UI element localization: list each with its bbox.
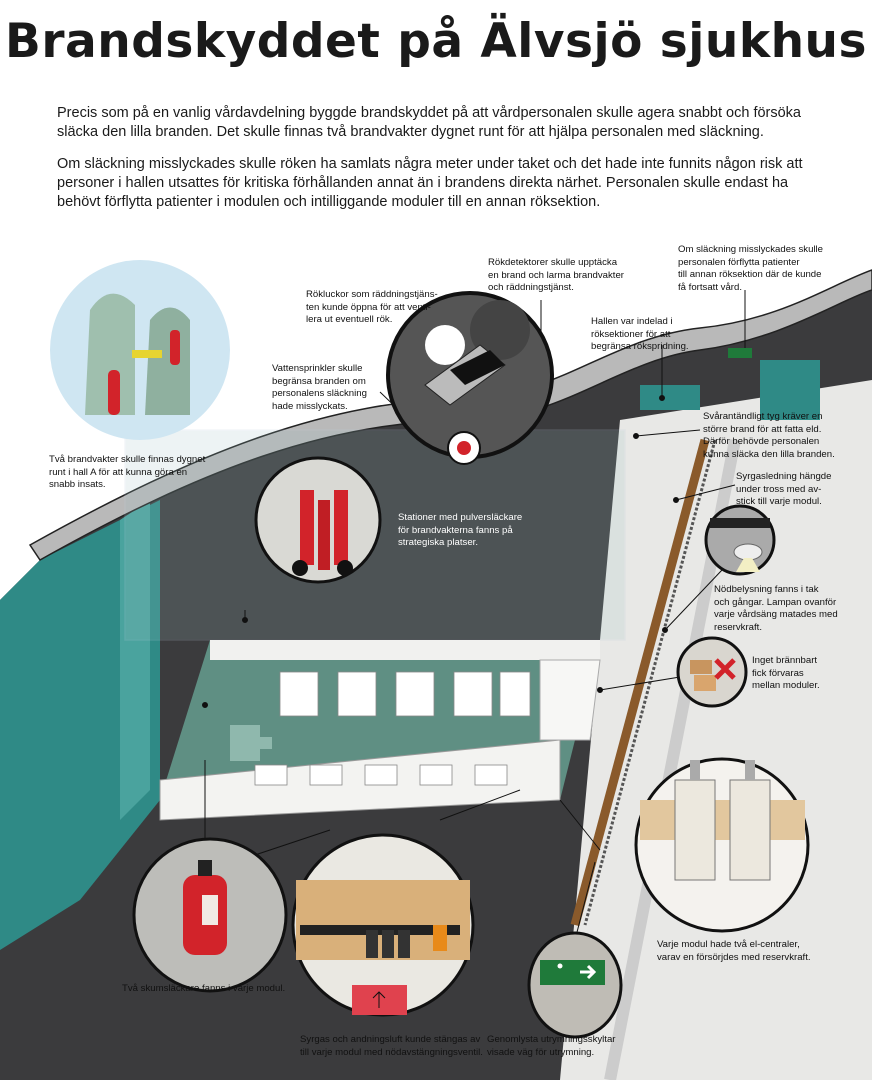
- electrical-panel-inset: [634, 757, 810, 933]
- oxygen-cable: [570, 438, 710, 927]
- smoke-vent-inset: [386, 291, 554, 465]
- powder-extinguisher-inset: [254, 456, 382, 584]
- label-powder-stations: Stationer med pulversläckare för brandva…: [398, 512, 523, 548]
- label-smoke-detectors: Rökdetektorer skulle upptäcka en brand o…: [488, 257, 624, 293]
- intro-paragraph-2: Om släckning misslyckades skulle röken h…: [57, 156, 803, 210]
- page-title: Brandskyddet på Älvsjö sjukhus: [5, 14, 867, 69]
- label-relocate-patients: Om släckning misslyckades skulle persona…: [678, 244, 824, 293]
- label-electrical-panels: Varje modul hade två el-centraler, varav…: [657, 939, 811, 963]
- foam-extinguisher-inset: [132, 837, 288, 993]
- label-no-combustibles: Inget brännbart fick förvaras mellan mod…: [752, 655, 820, 691]
- label-fabric: Svårantändligt tyg kräver en större bran…: [703, 411, 835, 460]
- label-emergency-lighting: Nödbelysning fanns i tak och gångar. Lam…: [714, 584, 838, 633]
- label-oxygen-line: Syrgasledning hängde under tross med av-…: [736, 471, 832, 507]
- no-combustibles-inset: [676, 636, 748, 708]
- label-exit-signs: Genomlysta utrymningsskyltar visade väg …: [487, 1034, 616, 1058]
- emergency-light-inset: [704, 504, 776, 576]
- label-fire-guards: Två brandvakter skulle finnas dygnet run…: [49, 454, 206, 490]
- exit-sign-inset: [527, 931, 623, 1039]
- intro-paragraph-1: Precis som på en vanlig vårdavdelning by…: [57, 105, 801, 140]
- label-smoke-vents: Rökluckor som räddningstjäns- ten kunde …: [306, 289, 438, 325]
- label-shutoff-valve: Syrgas och andningsluft kunde stängas av…: [300, 1034, 483, 1058]
- label-smoke-sections: Hallen var indelad i röksektioner för at…: [591, 316, 689, 352]
- label-foam-extinguishers: Två skumsläckare fanns i varje modul.: [122, 983, 286, 994]
- shutoff-valve-inset: [291, 833, 475, 1017]
- fire-guards-inset: [50, 260, 230, 440]
- label-sprinklers: Vattensprinkler skulle begränsa branden …: [272, 363, 367, 412]
